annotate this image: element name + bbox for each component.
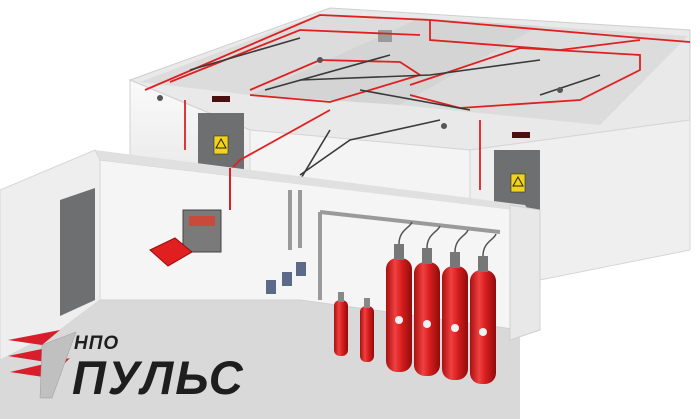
logo-npo-text: НПО xyxy=(74,333,120,354)
control-panel-screen xyxy=(189,216,215,226)
room-right xyxy=(400,26,688,125)
valve xyxy=(282,272,292,286)
large-cylinder xyxy=(470,256,496,384)
sprinkler-heads xyxy=(157,57,563,129)
fire-sprinkler-icon xyxy=(157,95,163,101)
small-cylinder xyxy=(334,292,348,356)
warning-sign-icon xyxy=(213,135,229,155)
fire-sprinkler-icon xyxy=(557,87,563,93)
large-cylinder xyxy=(442,252,468,380)
logo-puls-text: ПУЛЬС xyxy=(72,351,245,404)
large-cylinder xyxy=(386,244,412,372)
cylinder-hoses xyxy=(398,221,497,257)
logo-wing-icon xyxy=(8,330,77,399)
large-cylinder xyxy=(414,248,440,376)
small-cylinder xyxy=(360,298,374,362)
exit-sign-icon xyxy=(212,96,230,102)
valve xyxy=(266,280,276,294)
room-front-wall xyxy=(509,204,541,341)
valve xyxy=(296,262,306,276)
cylinder-room xyxy=(0,149,541,419)
fire-sprinkler-icon xyxy=(441,123,447,129)
alarm-box xyxy=(149,237,193,267)
warning-sign-icon xyxy=(510,173,526,193)
manifold xyxy=(288,190,501,300)
valves xyxy=(266,262,306,294)
fire-sprinkler-icon xyxy=(317,57,323,63)
room-left xyxy=(140,14,420,95)
exit-sign-icon xyxy=(512,132,530,138)
room-wall-top xyxy=(95,150,530,212)
upper-building xyxy=(128,7,691,281)
room-door xyxy=(60,188,95,316)
vent-grille xyxy=(378,30,392,42)
